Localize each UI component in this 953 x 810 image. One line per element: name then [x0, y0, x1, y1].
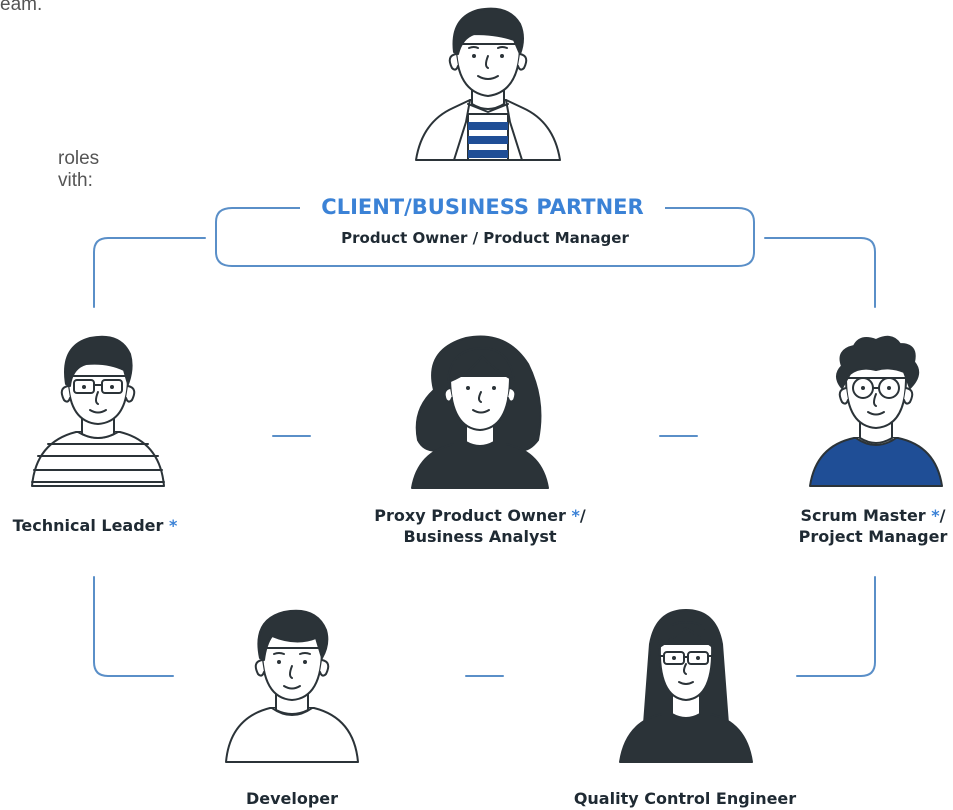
proxy-product-owner-label: Proxy Product Owner */ Business Analyst: [330, 505, 630, 547]
business-analyst-name: Business Analyst: [403, 527, 557, 546]
client-box-outline: [215, 207, 755, 267]
product-owner-subtitle: Product Owner / Product Manager: [341, 229, 629, 247]
client-avatar: [415, 7, 561, 161]
scrum-master-star: *: [931, 506, 940, 525]
proxy-product-owner-avatar: [411, 335, 549, 489]
connector-tech-to-developer: [93, 576, 174, 677]
project-manager-name: Project Manager: [798, 527, 948, 546]
scrum-master-slash: /: [939, 506, 946, 525]
proxy-product-owner-name: Proxy Product Owner: [374, 506, 566, 525]
technical-leader-avatar: [31, 335, 165, 487]
quality-control-engineer-label: Quality Control Engineer: [573, 789, 797, 808]
developer-label: Developer: [245, 789, 339, 808]
technical-leader-name: Technical Leader: [12, 516, 164, 535]
proxy-product-owner-slash: /: [579, 506, 586, 525]
intro-text-line-1: eam.: [0, 0, 43, 15]
connector-client-to-scrum-master: [764, 237, 876, 308]
quality-control-engineer-avatar: [619, 609, 753, 763]
scrum-master-line-1: Scrum Master */: [778, 505, 953, 526]
scrum-master-avatar: [809, 335, 943, 487]
scrum-master-label: Scrum Master */ Project Manager: [778, 505, 953, 547]
client-business-partner-title: CLIENT/BUSINESS PARTNER: [300, 195, 665, 219]
intro-text-line-3: vith:: [58, 170, 93, 191]
proxy-product-owner-star: *: [571, 506, 580, 525]
proxy-product-owner-line-1: Proxy Product Owner */: [330, 505, 630, 526]
connector-client-to-technical-leader: [93, 237, 206, 308]
technical-leader-star: *: [168, 516, 178, 535]
developer-avatar: [225, 609, 359, 763]
technical-leader-label: Technical Leader *: [0, 515, 190, 536]
scrum-master-name: Scrum Master: [800, 506, 926, 525]
intro-text-line-2: roles: [58, 148, 100, 169]
connector-scrum-to-qc: [796, 576, 876, 677]
